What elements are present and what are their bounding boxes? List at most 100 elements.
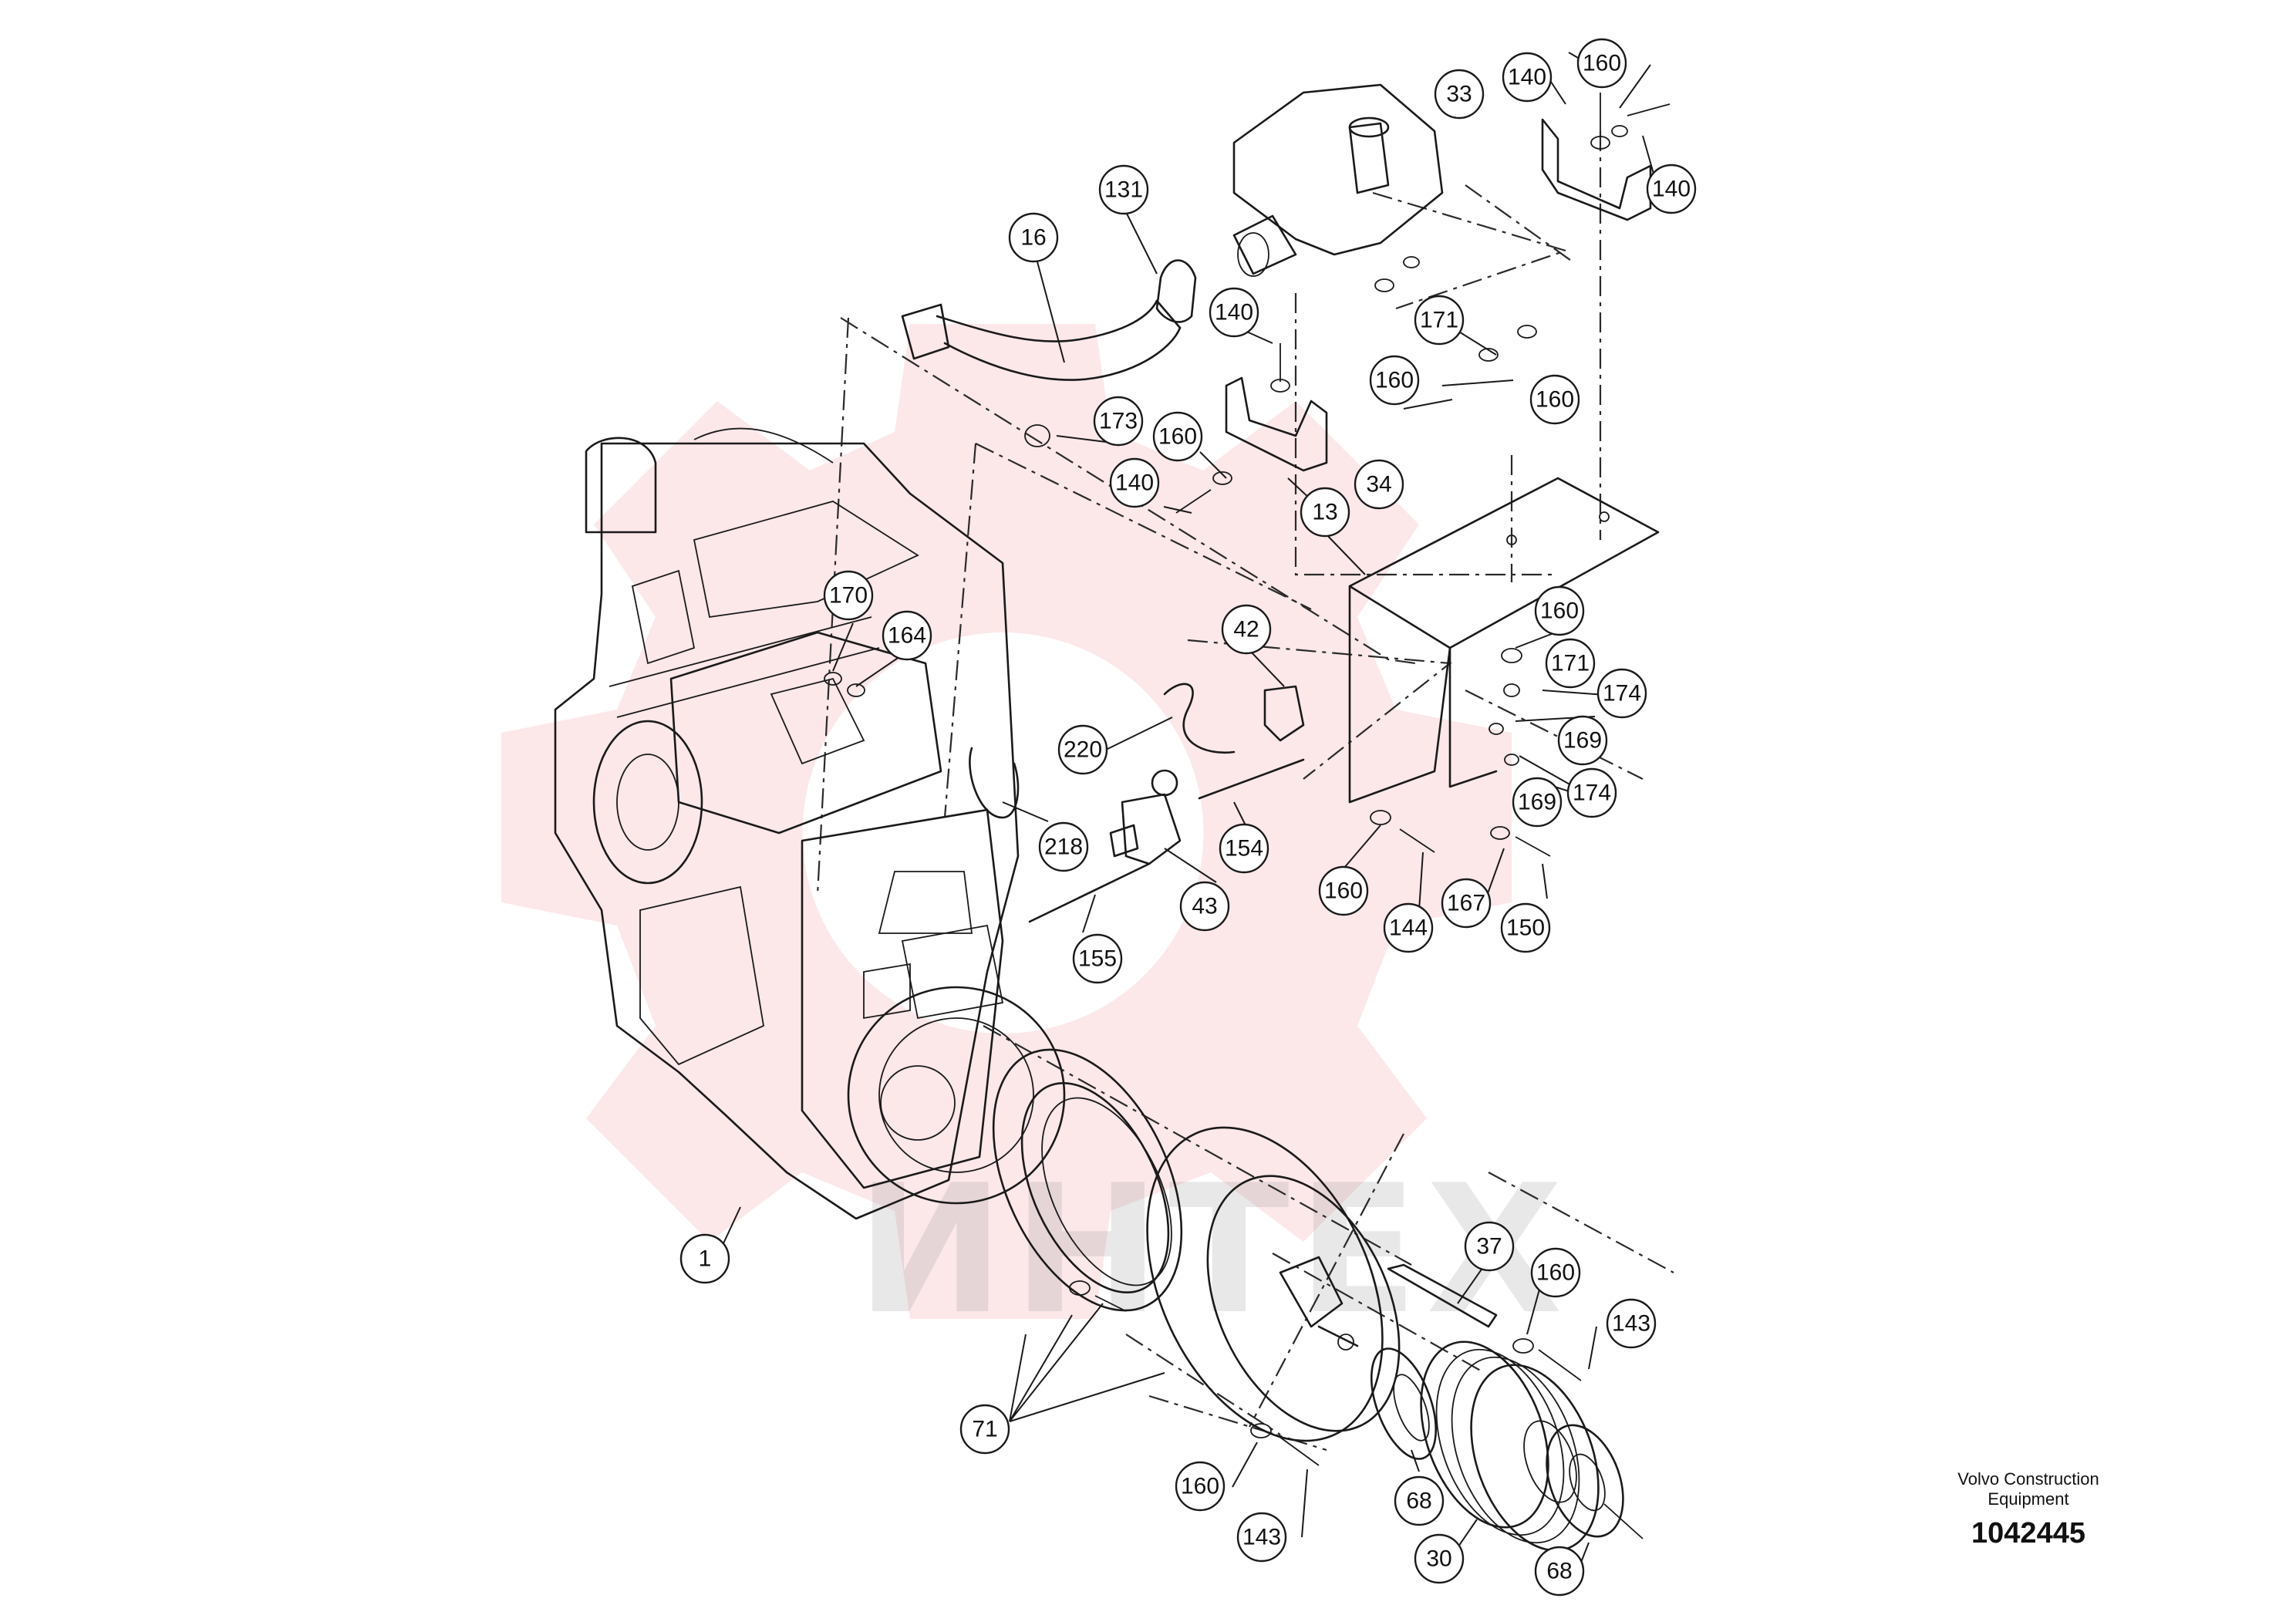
callout-c35[interactable]: 37 [1464, 1221, 1515, 1272]
svg-text:71: 71 [972, 1417, 997, 1442]
brand-name: Volvo Construction Equipment [1957, 1469, 2099, 1509]
svg-text:13: 13 [1312, 500, 1337, 525]
exhaust-pipe [901, 299, 1182, 381]
svg-text:140: 140 [1115, 470, 1154, 496]
callout-c23[interactable]: 174 [1566, 767, 1617, 818]
svg-text:160: 160 [1375, 368, 1414, 393]
callout-c10[interactable]: 160 [1369, 355, 1420, 406]
svg-text:160: 160 [1158, 424, 1197, 450]
callout-c26[interactable]: 218 [1038, 821, 1089, 872]
valve-43 [1109, 769, 1182, 865]
callout-c37[interactable]: 143 [1606, 1298, 1657, 1349]
flywheel-housing [1146, 1126, 1401, 1442]
callout-c20[interactable]: 171 [1545, 638, 1596, 689]
sensor-42 [1263, 685, 1305, 742]
svg-text:43: 43 [1192, 894, 1217, 919]
bracket-33 [1541, 118, 1652, 221]
svg-text:140: 140 [1215, 300, 1253, 325]
callout-c29[interactable]: 155 [1072, 933, 1123, 984]
svg-text:140: 140 [1652, 177, 1691, 202]
svg-text:131: 131 [1104, 177, 1143, 203]
bolt-155 [1028, 862, 1151, 923]
callout-c14[interactable]: 34 [1354, 459, 1404, 510]
callout-c13[interactable]: 140 [1109, 457, 1160, 508]
callout-c11[interactable]: 173 [1093, 396, 1144, 447]
svg-text:171: 171 [1420, 308, 1458, 333]
svg-text:68: 68 [1546, 1559, 1572, 1584]
callout-c39[interactable]: 160 [1175, 1461, 1226, 1512]
svg-text:160: 160 [1540, 599, 1579, 624]
callout-c02[interactable]: 160 [1576, 38, 1627, 89]
svg-text:33: 33 [1446, 82, 1472, 107]
lock-bar-37 [1387, 1263, 1498, 1328]
callout-c27[interactable]: 154 [1219, 823, 1269, 874]
callout-c09[interactable]: 160 [1529, 374, 1580, 425]
brand-block: Volvo Construction Equipment 1042445 [1913, 1469, 2144, 1550]
callout-c41[interactable]: 68 [1394, 1475, 1445, 1526]
callout-c08[interactable]: 171 [1414, 295, 1465, 346]
hub-68 [1546, 1424, 1624, 1538]
callout-c06[interactable]: 16 [1008, 212, 1059, 263]
callout-c28[interactable]: 43 [1179, 881, 1230, 932]
ring-gear [992, 1048, 1183, 1312]
bushing-68 [1370, 1347, 1438, 1460]
clamp-131 [1155, 259, 1197, 323]
svg-text:30: 30 [1426, 1546, 1451, 1572]
callout-c01[interactable]: 140 [1502, 52, 1553, 103]
svg-text:218: 218 [1044, 835, 1083, 860]
svg-text:164: 164 [888, 623, 926, 649]
svg-text:167: 167 [1447, 891, 1485, 916]
callout-c33[interactable]: 150 [1500, 902, 1551, 953]
callout-c25[interactable]: 220 [1057, 724, 1108, 775]
callout-c04[interactable]: 140 [1646, 164, 1697, 214]
callout-c18[interactable]: 42 [1221, 604, 1272, 655]
svg-text:154: 154 [1225, 836, 1263, 862]
callout-c40[interactable]: 143 [1236, 1512, 1287, 1563]
callout-c17[interactable]: 164 [882, 610, 932, 661]
callout-c12[interactable]: 160 [1152, 411, 1203, 462]
callout-c21[interactable]: 174 [1596, 668, 1647, 719]
callout-c32[interactable]: 167 [1441, 878, 1492, 929]
svg-text:174: 174 [1573, 781, 1611, 806]
svg-text:171: 171 [1551, 651, 1590, 676]
callout-c30[interactable]: 160 [1318, 865, 1369, 916]
support-plate-13 [1348, 477, 1660, 804]
callout-c34[interactable]: 1 [679, 1233, 730, 1284]
callout-c05[interactable]: 131 [1098, 164, 1149, 215]
svg-text:160: 160 [1536, 1260, 1575, 1286]
callout-c07[interactable]: 140 [1209, 287, 1259, 338]
callout-c24[interactable]: 169 [1512, 777, 1563, 828]
svg-text:140: 140 [1508, 65, 1546, 90]
svg-text:169: 169 [1518, 790, 1556, 815]
svg-text:174: 174 [1603, 681, 1641, 706]
callout-c22[interactable]: 169 [1557, 715, 1608, 766]
muffler [1232, 83, 1444, 277]
callout-c43[interactable]: 68 [1534, 1546, 1585, 1597]
document-number: 1042445 [1971, 1517, 2085, 1549]
svg-text:155: 155 [1078, 946, 1117, 972]
pulley-30 [1420, 1340, 1600, 1552]
callout-c19[interactable]: 160 [1534, 585, 1585, 636]
callouts: 140 160 33 140 131 16 140 171 160 160 17… [679, 38, 1697, 1597]
callout-c15[interactable]: 13 [1300, 487, 1350, 538]
callout-c31[interactable]: 144 [1383, 902, 1434, 953]
svg-text:37: 37 [1476, 1234, 1502, 1259]
svg-text:220: 220 [1064, 737, 1102, 763]
svg-text:1: 1 [699, 1246, 712, 1272]
bolt-154 [1198, 758, 1305, 800]
watermark-gear-icon [501, 324, 1512, 1319]
callout-c03[interactable]: 33 [1434, 69, 1485, 120]
callout-c36[interactable]: 160 [1530, 1247, 1581, 1298]
callout-c38[interactable]: 71 [959, 1404, 1010, 1455]
svg-text:68: 68 [1406, 1489, 1431, 1514]
svg-text:160: 160 [1583, 51, 1621, 76]
svg-text:16: 16 [1020, 225, 1046, 251]
svg-text:170: 170 [829, 583, 868, 609]
callout-c16[interactable]: 170 [823, 570, 874, 621]
watermark-text: ИНТЕХ [856, 1148, 1570, 1354]
svg-text:150: 150 [1506, 916, 1545, 941]
clamp-218 [969, 747, 1020, 819]
callout-c42[interactable]: 30 [1414, 1533, 1465, 1584]
svg-text:160: 160 [1536, 387, 1574, 413]
